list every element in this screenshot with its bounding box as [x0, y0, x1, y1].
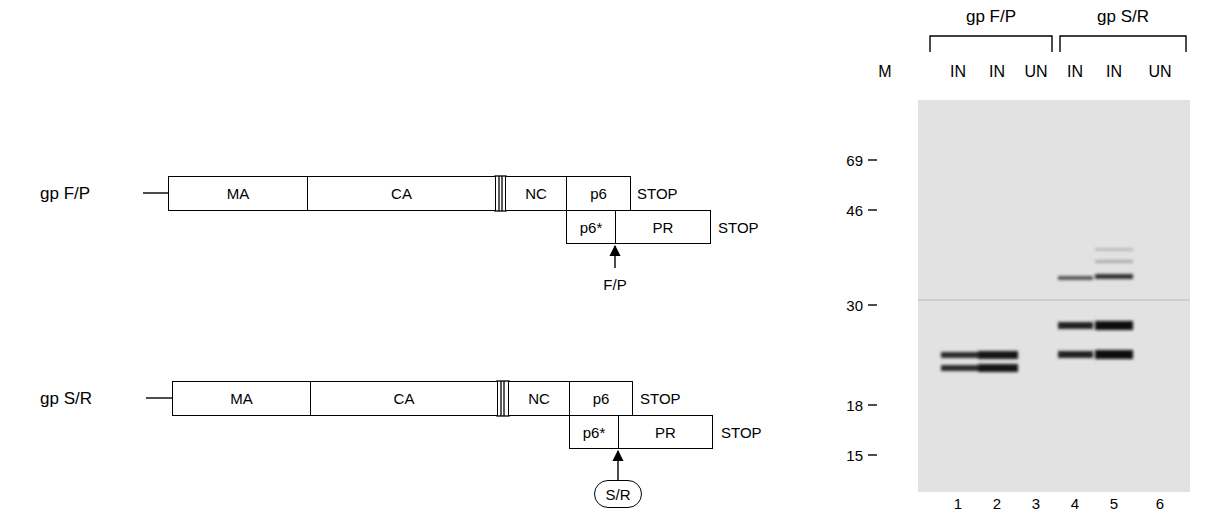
gel-image — [918, 100, 1190, 492]
domain-label: NC — [525, 185, 547, 202]
p6star-domain: p6* — [569, 415, 619, 449]
cleavage-arrow — [614, 246, 615, 268]
domain-label: NC — [528, 390, 550, 407]
nucleocapsid-domain: NC — [508, 381, 570, 416]
marker-size: 69 — [846, 153, 863, 168]
domain-label: PR — [655, 424, 676, 441]
marker-size: 46 — [846, 203, 863, 218]
marker-size: 15 — [846, 448, 863, 463]
domain-label: S/R — [605, 486, 630, 503]
lane-label: IN — [989, 64, 1005, 80]
domain-label: CA — [391, 185, 412, 202]
leader-line — [143, 192, 168, 193]
lane-number: 1 — [954, 496, 962, 511]
lane-bracket — [1060, 36, 1186, 52]
domain-label: CA — [394, 390, 415, 407]
marker-size: 30 — [846, 298, 863, 313]
lane-label: IN — [1067, 64, 1083, 80]
marker-header: M — [878, 64, 891, 80]
cleavage-site: F/P — [603, 277, 626, 292]
stop-codon: STOP — [637, 186, 678, 201]
domain-label: p6 — [590, 185, 607, 202]
leader-line — [146, 397, 172, 398]
lane-group-label: gp F/P — [966, 8, 1016, 25]
lane-number: 3 — [1032, 496, 1040, 511]
nucleocapsid-domain: NC — [505, 176, 567, 211]
marker-size: 18 — [846, 398, 863, 413]
domain-label: p6 — [593, 390, 610, 407]
capsid-domain: CA — [310, 381, 498, 416]
domain-label: p6* — [580, 219, 603, 236]
cleavage-arrow — [617, 451, 618, 480]
stop-codon: STOP — [721, 425, 762, 440]
p6-domain: p6 — [569, 381, 633, 416]
protease-domain: PR — [615, 210, 711, 244]
stop-codon: STOP — [640, 391, 681, 406]
marker-tick — [868, 160, 877, 455]
stop-codon: STOP — [718, 220, 759, 235]
lane-bracket — [930, 36, 1052, 52]
lane-label: IN — [1106, 64, 1122, 80]
lane-label: UN — [1024, 64, 1047, 80]
lane-group-label: gp S/R — [1097, 8, 1149, 25]
construct-name: gp S/R — [40, 390, 92, 407]
lane-number: 6 — [1156, 496, 1164, 511]
lane-label: UN — [1148, 64, 1171, 80]
mutation-box: S/R — [594, 480, 642, 508]
matrix-domain: MA — [168, 176, 308, 211]
gel-artifact — [918, 299, 1190, 301]
lane-number: 4 — [1071, 496, 1079, 511]
p6star-domain: p6* — [566, 210, 616, 244]
matrix-domain: MA — [172, 381, 311, 416]
p6-domain: p6 — [566, 176, 631, 211]
protease-domain: PR — [618, 415, 713, 449]
lane-number: 5 — [1110, 496, 1118, 511]
domain-label: MA — [230, 390, 253, 407]
gel-bands — [941, 248, 1133, 372]
domain-label: p6* — [583, 424, 606, 441]
construct-name: gp F/P — [40, 185, 90, 202]
domain-label: PR — [653, 219, 674, 236]
lane-number: 2 — [993, 496, 1001, 511]
domain-label: MA — [227, 185, 250, 202]
capsid-domain: CA — [307, 176, 496, 211]
lane-label: IN — [950, 64, 966, 80]
